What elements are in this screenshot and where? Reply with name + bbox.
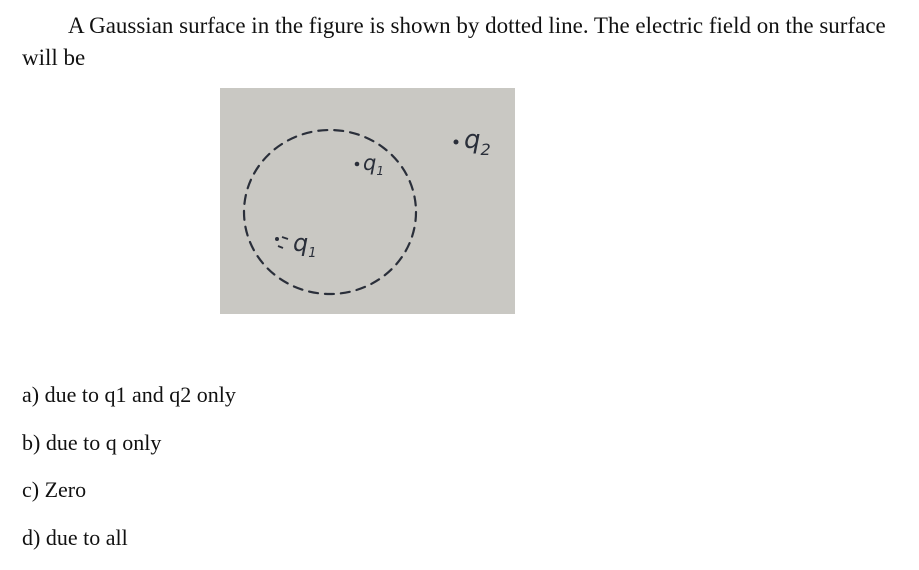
label-q-inside-letter: q — [363, 151, 376, 175]
option-b[interactable]: b) due to q only — [22, 428, 236, 476]
charge-dot-q-inside — [355, 162, 360, 167]
answer-options: a) due to q1 and q2 only b) due to q onl… — [22, 380, 236, 570]
label-q-inside-sub: 1 — [376, 164, 384, 178]
option-a[interactable]: a) due to q1 and q2 only — [22, 380, 236, 428]
option-c[interactable]: c) Zero — [22, 475, 236, 523]
figure-canvas: q1 q1 q2 — [220, 88, 515, 314]
label-q1-inside-letter: q — [293, 229, 308, 257]
label-q2-outside-letter: q — [464, 125, 481, 155]
figure-background — [220, 88, 515, 314]
question-text: A Gaussian surface in the figure is show… — [22, 10, 912, 74]
option-d[interactable]: d) due to all — [22, 523, 236, 570]
label-q2-outside-sub: 2 — [481, 140, 491, 159]
label-q1-inside-sub: 1 — [308, 246, 316, 261]
charge-dot-q2-outside — [454, 140, 459, 145]
gaussian-surface-figure: q1 q1 q2 — [220, 88, 515, 314]
charge-dot-q1-inside — [275, 237, 279, 241]
